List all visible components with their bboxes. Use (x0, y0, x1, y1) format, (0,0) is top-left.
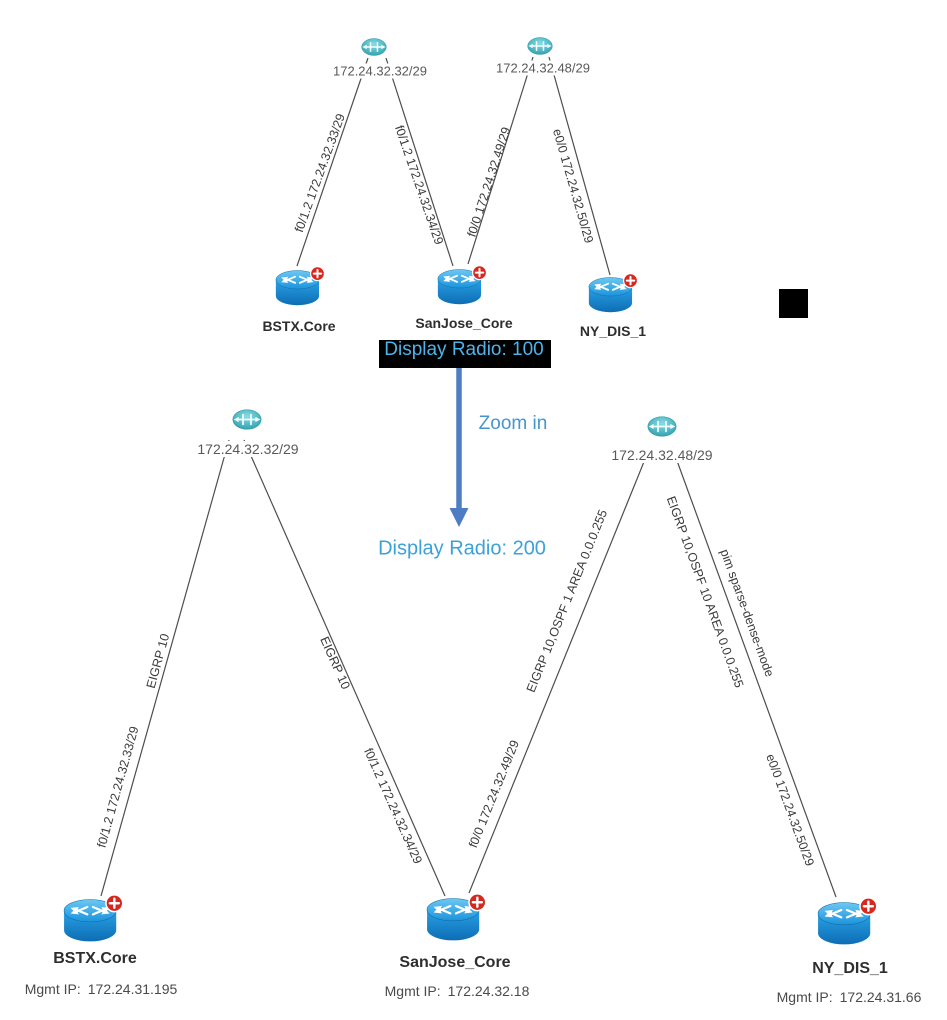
router-icon[interactable] (434, 264, 488, 309)
mgmt-ip: Mgmt IP: 172.24.32.18 (385, 983, 530, 999)
hub-subnet-label: 172.24.32.48/29 (494, 60, 592, 76)
hub-subnet-label: 172.24.32.32/29 (331, 63, 429, 79)
hub-icon[interactable] (526, 36, 554, 56)
hub-icon[interactable] (360, 37, 388, 57)
mgmt-ip-label: Mgmt IP: (384, 983, 441, 999)
link-top-hub48-nydis[interactable] (548, 56, 611, 276)
mgmt-ip-value: 172.24.31.195 (87, 981, 178, 997)
zoom-in-arrow (449, 345, 469, 527)
hub-icon[interactable] (231, 408, 263, 431)
device-name: BSTX.Core (53, 950, 137, 967)
device-name: NY_DIS_1 (579, 323, 647, 339)
mgmt-ip-value: 172.24.32.18 (447, 983, 530, 999)
device-name: SanJose_Core (415, 315, 513, 331)
mgmt-ip-label: Mgmt IP: (24, 981, 81, 997)
hub-subnet-label: 172.24.32.32/29 (195, 441, 301, 457)
router-icon[interactable] (585, 272, 639, 317)
mgmt-ip-label: Mgmt IP: (776, 989, 833, 1005)
device-name: SanJose_Core (399, 954, 511, 971)
link-bottom-bstx-hub32[interactable] (100, 439, 230, 897)
mgmt-ip: Mgmt IP: 172.24.31.195 (25, 981, 178, 997)
device-name: NY_DIS_1 (812, 960, 888, 977)
link-bottom-sanjose-hub48[interactable] (468, 446, 651, 894)
link-bottom-hub48-nydis[interactable] (671, 446, 837, 898)
zoom-in-label: Zoom in (478, 413, 548, 434)
display-radio-100-label: Display Radio: 100 (384, 339, 544, 360)
hub-icon[interactable] (646, 415, 678, 438)
hub-subnet-label: 172.24.32.48/29 (609, 447, 715, 463)
mgmt-ip-value: 172.24.31.66 (839, 989, 922, 1005)
mgmt-ip: Mgmt IP: 172.24.31.66 (777, 989, 922, 1005)
display-radio-200-label: Display Radio: 200 (378, 537, 546, 560)
link-bottom-hub32-sanjose[interactable] (243, 439, 446, 897)
display-radio-100-highlight (379, 340, 551, 368)
link-top-sanjose-hub48[interactable] (467, 56, 534, 265)
black-redaction-square (779, 289, 808, 318)
link-top-hub32-sanjose[interactable] (385, 57, 454, 267)
link-top-bstx-hub32[interactable] (296, 57, 369, 267)
router-icon[interactable] (422, 892, 488, 946)
device-name: BSTX.Core (262, 318, 336, 334)
router-icon[interactable] (813, 896, 879, 950)
router-icon[interactable] (272, 265, 326, 310)
router-icon[interactable] (59, 893, 125, 947)
